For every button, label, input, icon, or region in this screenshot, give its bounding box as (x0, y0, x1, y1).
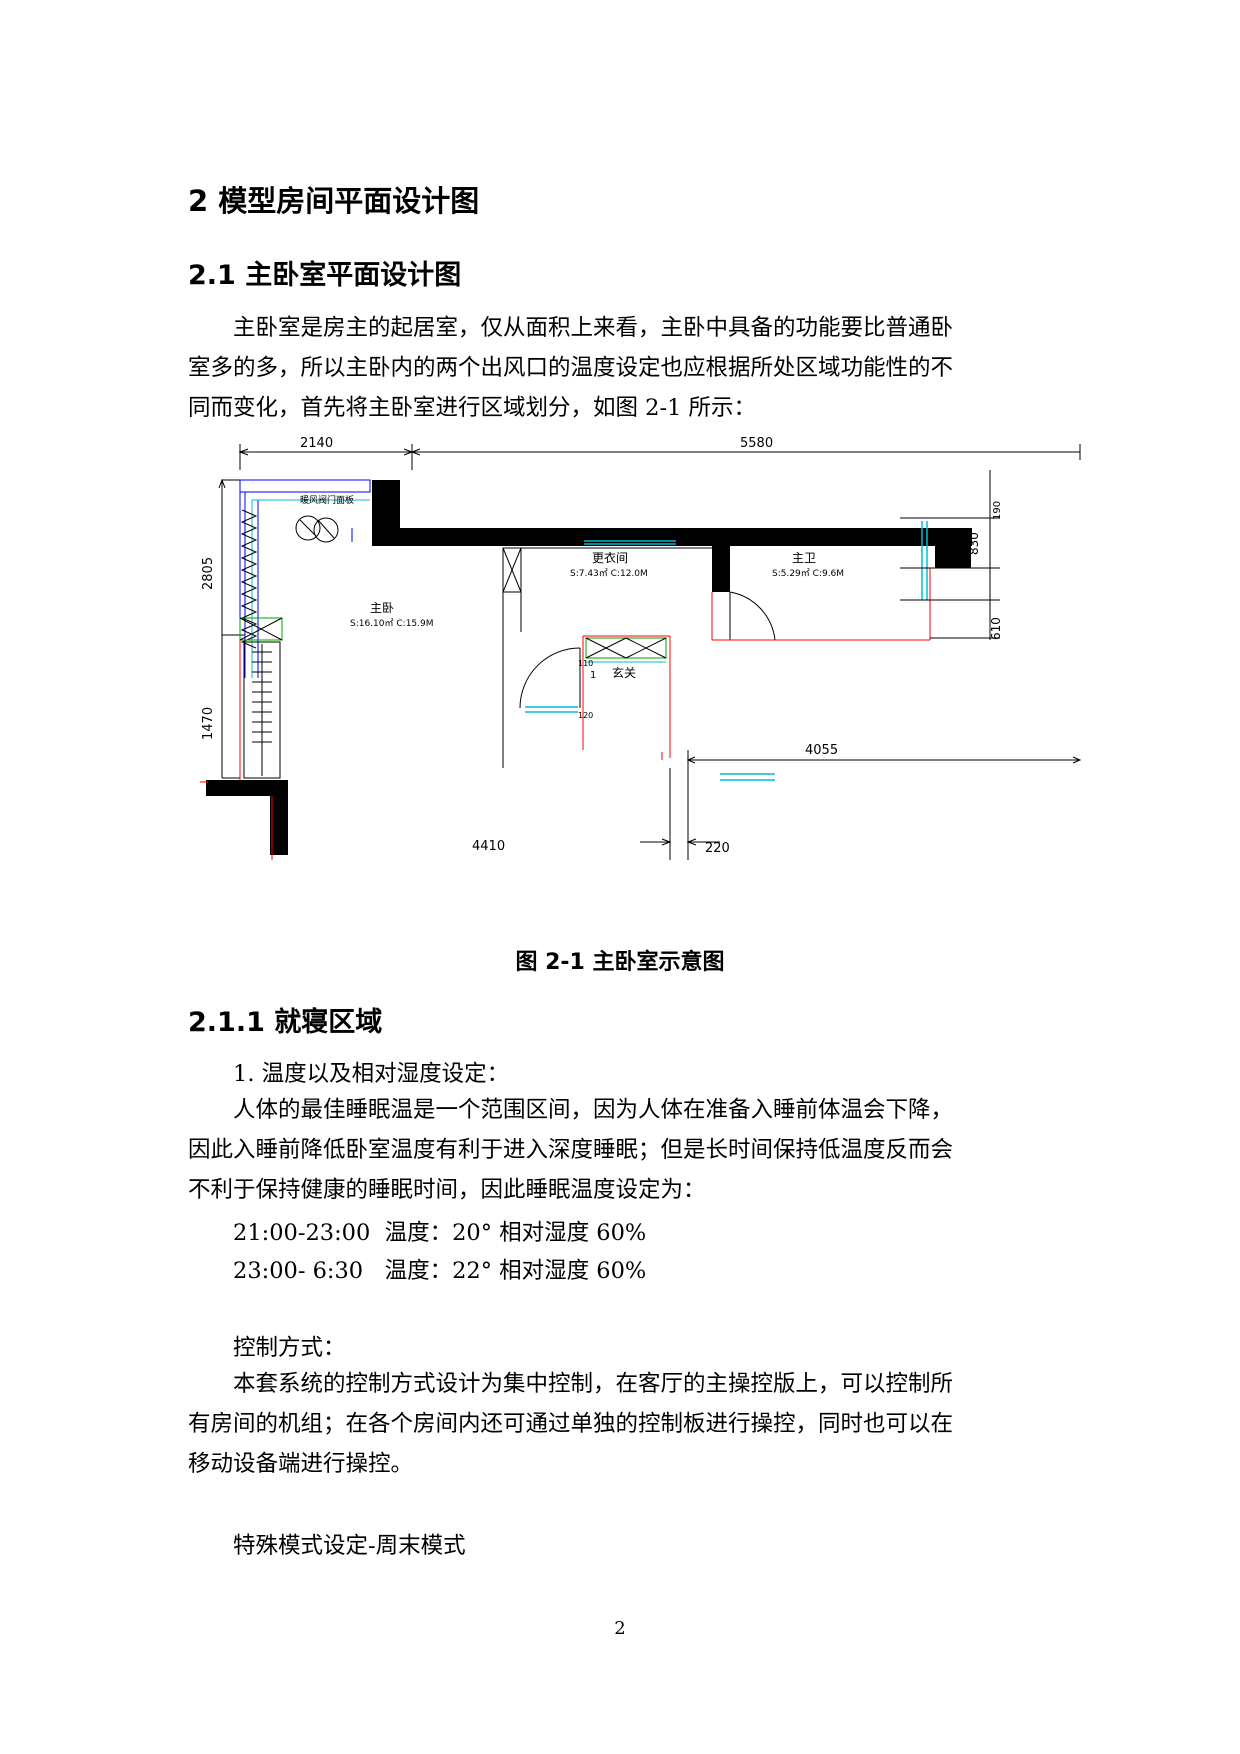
room-name: 主卫 (792, 551, 816, 565)
cyan-windows (525, 521, 928, 781)
room-area: S:5.29㎡ C:9.6M (772, 568, 844, 579)
room-area: S:7.43㎡ C:12.0M (570, 568, 648, 579)
section-heading: 2 模型房间平面设计图 (188, 184, 480, 218)
page-number: 2 (614, 1618, 626, 1639)
room-area: S:16.10㎡ C:15.9M (350, 618, 434, 629)
text-line: 移动设备端进行操控。 (188, 1451, 414, 1477)
dim-label: 120 (578, 711, 593, 720)
red-lines (200, 568, 931, 860)
list-item: 1. 温度以及相对湿度设定： (233, 1061, 510, 1087)
cabinet-icon (295, 515, 339, 543)
special-mode-label: 特殊模式设定-周末模式 (233, 1533, 466, 1559)
dim-label: 610 (989, 617, 1003, 640)
floor-plan-figure: 2140 5580 2805 1470 (200, 436, 1082, 860)
dim-label: 2805 (201, 557, 216, 590)
partitions (502, 547, 712, 768)
right-dimension (900, 470, 1000, 640)
dim-label: 830 (967, 532, 981, 555)
sleep-paragraph: 人体的最佳睡眠温是一个范围区间，因为人体在准备入睡前体温会下降， 因此入睡前降低… (188, 1090, 1060, 1210)
cabinet-label: 暖风阀门面板 (300, 494, 354, 506)
room-name: 玄关 (612, 665, 636, 680)
bottom-dimension (640, 750, 1082, 860)
control-label: 控制方式： (233, 1335, 346, 1361)
text-line: 因此入睡前降低卧室温度有利于进入深度睡眠；但是长时间保持低温度反而会 (188, 1137, 954, 1163)
wardrobe (240, 509, 258, 649)
room-name: 主卧 (370, 601, 394, 615)
control-paragraph: 本套系统的控制方式设计为集中控制，在客厅的主操控版上，可以控制所 有房间的机组；… (188, 1364, 1060, 1484)
top-dimension (238, 444, 1081, 470)
dim-label: 1470 (201, 707, 216, 740)
text-line: 不利于保持健康的睡眠时间，因此睡眠温度设定为： (188, 1177, 706, 1203)
dim-label: 4055 (805, 743, 838, 758)
text-line: 有房间的机组；在各个房间内还可通过单独的控制板进行操控，同时也可以在 (188, 1411, 954, 1437)
dim-label: 1 (590, 670, 596, 681)
intro-paragraph: 主卧室是房主的起居室，仅从面积上来看，主卧中具备的功能要比普通卧 室多的多，所以… (188, 308, 1060, 428)
dim-label: 2140 (300, 436, 333, 451)
entry-cabinet (585, 637, 667, 663)
room-name: 更衣间 (592, 550, 628, 565)
left-window-wall (239, 479, 371, 678)
text-line: 主卧室是房主的起居室，仅从面积上来看，主卧中具备的功能要比普通卧 (233, 315, 954, 341)
dim-label: 4410 (472, 839, 505, 854)
walls (206, 480, 972, 855)
text-line: 本套系统的控制方式设计为集中控制，在客厅的主操控版上，可以控制所 (233, 1371, 954, 1397)
dim-label: 5580 (740, 436, 773, 451)
figure-caption: 图 2-1 主卧室示意图 (515, 950, 725, 975)
left-closet (239, 617, 283, 780)
subsubsection-heading: 2.1.1 就寝区域 (188, 1007, 383, 1038)
text-line: 室多的多，所以主卧内的两个出风口的温度设定也应根据所处区域功能性的不 (188, 355, 954, 381)
text-line: 同而变化，首先将主卧室进行区域划分，如图 2-1 所示： (188, 395, 757, 421)
dim-label: 110 (578, 659, 593, 668)
subsection-heading: 2.1 主卧室平面设计图 (188, 260, 462, 291)
schedule-row: 21:00-23:00 温度：20° 相对湿度 60% (233, 1220, 647, 1246)
door-swings (519, 591, 776, 709)
dim-label: 220 (705, 841, 730, 856)
schedule-row: 23:00- 6:30 温度：22° 相对湿度 60% (233, 1258, 647, 1284)
dim-label: 190 (992, 501, 1003, 520)
left-dimension (218, 478, 245, 779)
text-line: 人体的最佳睡眠温是一个范围区间，因为人体在准备入睡前体温会下降， (233, 1097, 954, 1123)
